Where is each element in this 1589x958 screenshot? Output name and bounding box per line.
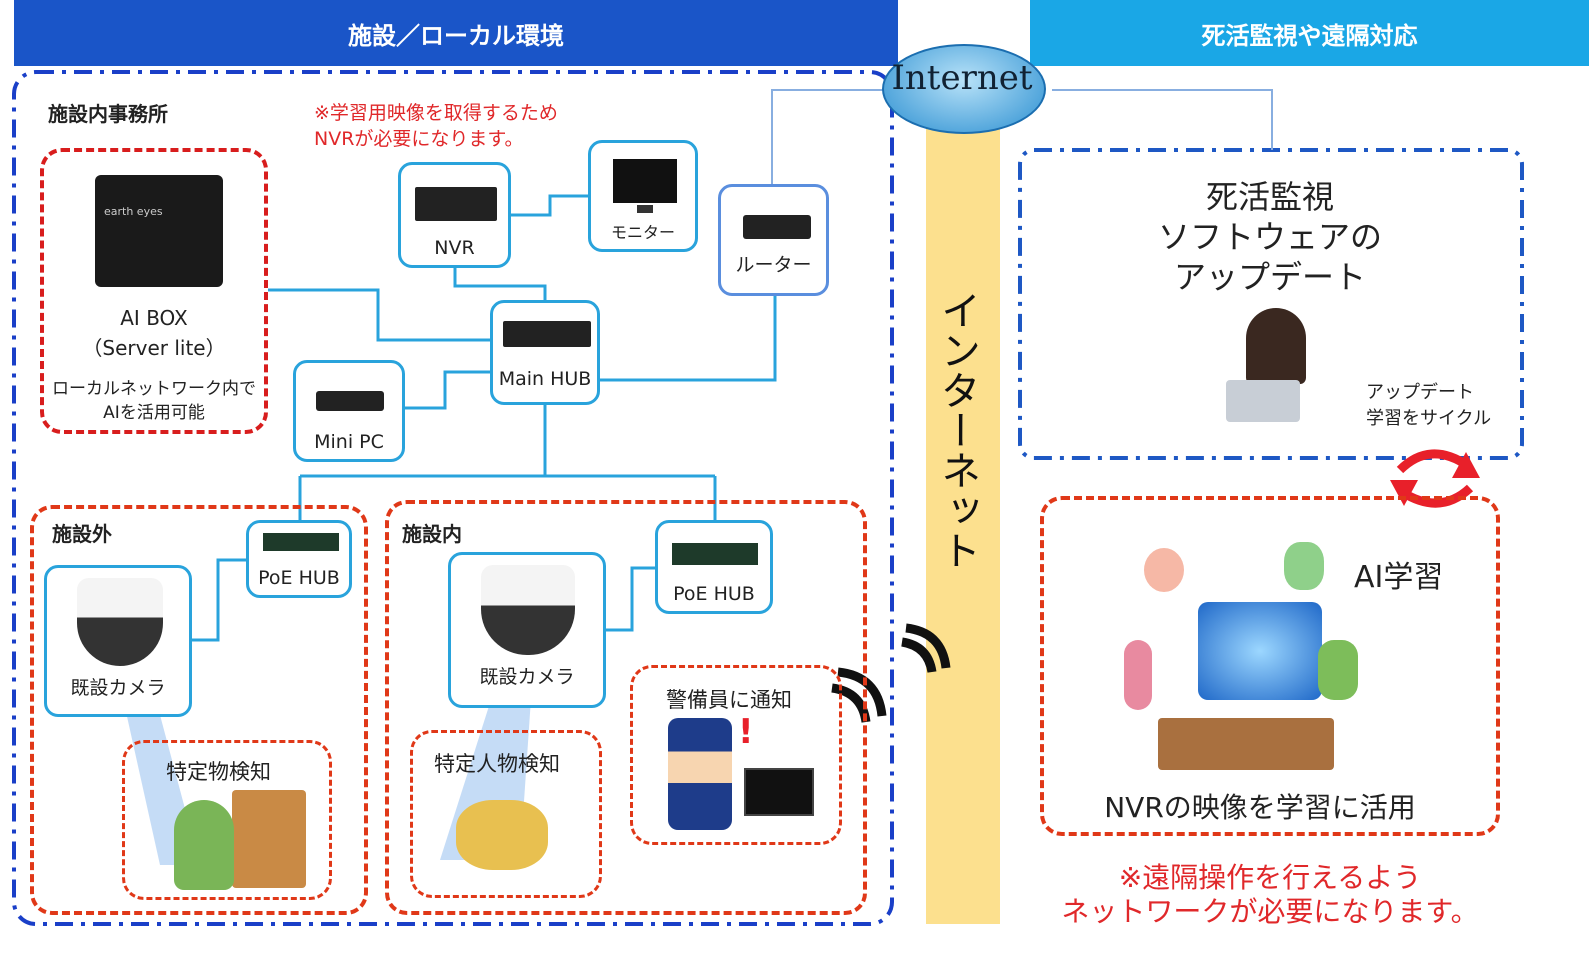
camera-outside-device: 既設カメラ	[44, 565, 192, 717]
monitor-device: モニター	[588, 140, 698, 252]
ai-learning-caption: NVRの映像を学習に活用	[1104, 791, 1416, 824]
monitor-stand	[637, 205, 653, 213]
poe-hub-outside-label: PoE HUB	[258, 567, 340, 589]
camera-outside-icon	[77, 578, 163, 666]
monitor-label: モニター	[610, 223, 675, 242]
outside-frame	[30, 505, 368, 915]
detect-object-label: 特定物検知	[166, 760, 271, 784]
fallen-person-illustration	[456, 800, 548, 870]
poe-hub-inside-device: PoE HUB	[655, 520, 773, 614]
remote-note-line2: ネットワークが必要になります。	[1061, 895, 1479, 928]
ai-box-label2: （Server lite）	[82, 336, 226, 360]
ai-learning-title: AI学習	[1354, 560, 1444, 595]
desk-illustration	[1158, 718, 1334, 770]
ai-box-frame	[40, 148, 268, 434]
detect-person-label: 特定人物検知	[434, 752, 560, 776]
router-device: ルーター	[718, 184, 829, 296]
detect-person-frame	[410, 730, 602, 898]
local-env-header: 施設／ローカル環境	[14, 0, 898, 66]
camera-inside-label: 既設カメラ	[479, 666, 575, 688]
blind-person-illustration	[1124, 640, 1152, 710]
internet-globe	[882, 44, 1046, 134]
ai-box-desc1: ローカルネットワーク内で	[52, 379, 256, 399]
guard-monitor-icon	[744, 768, 814, 816]
internet-vertical-label: インターネット	[934, 290, 980, 570]
notify-frame	[630, 665, 842, 845]
wheelchair-illustration	[1318, 640, 1358, 700]
alert-icon: !	[738, 712, 754, 752]
router-label: ルーター	[735, 254, 812, 276]
remote-note-line1: ※遠隔操作を行えるよう	[1118, 861, 1422, 894]
mini-pc-label: Mini PC	[314, 431, 384, 453]
children-illustration	[1144, 548, 1184, 592]
outside-title: 施設外	[52, 522, 112, 546]
nvr-device: NVR	[398, 162, 511, 268]
monitor-icon	[613, 159, 677, 203]
camera-inside-icon	[481, 565, 575, 655]
inside-title: 施設内	[402, 522, 462, 546]
monitoring-line1: 死活監視	[1205, 178, 1334, 216]
boxes-illustration	[232, 790, 306, 888]
ai-box-label1: AI BOX	[120, 306, 188, 330]
poe-hub-outside-icon	[263, 533, 339, 551]
ai-learning-frame	[1040, 496, 1500, 836]
cycle-label1: アップデート	[1366, 382, 1474, 403]
camera-inside-device: 既設カメラ	[448, 552, 606, 708]
poe-hub-inside-label: PoE HUB	[673, 583, 755, 605]
office-title: 施設内事務所	[48, 102, 168, 126]
family-illustration	[1284, 542, 1324, 590]
camera-outside-label: 既設カメラ	[70, 677, 166, 699]
internet-logo: Internet	[891, 58, 1033, 98]
main-hub-device: Main HUB	[490, 300, 600, 405]
monitoring-line3: アップデート	[1173, 258, 1366, 296]
nvr-icon	[415, 187, 497, 221]
remote-header: 死活監視や遠隔対応	[1030, 0, 1589, 66]
guard-illustration	[668, 718, 732, 830]
mini-pc-device: Mini PC	[293, 360, 405, 462]
inside-frame	[385, 500, 867, 915]
person-startled-illustration	[174, 800, 234, 890]
mini-pc-icon	[316, 391, 384, 411]
router-icon	[743, 215, 811, 239]
monitoring-line2: ソフトウェアの	[1157, 218, 1382, 256]
nvr-label: NVR	[434, 237, 475, 259]
brain-computer-illustration	[1198, 602, 1322, 700]
notify-label: 警備員に通知	[666, 688, 792, 712]
ai-box-desc2: AIを活用可能	[103, 403, 205, 423]
cycle-label2: 学習をサイクル	[1366, 408, 1492, 429]
office-note-line1: ※学習用映像を取得するため	[314, 102, 558, 124]
ai-box-device	[95, 175, 223, 287]
main-hub-icon	[503, 321, 591, 347]
poe-hub-inside-icon	[672, 543, 758, 565]
main-hub-label: Main HUB	[498, 368, 592, 390]
operator-illustration	[1246, 308, 1306, 384]
laptop-icon	[1226, 380, 1300, 422]
poe-hub-outside-device: PoE HUB	[246, 520, 352, 598]
ai-box-brand: earth eyes	[104, 205, 163, 218]
detect-object-frame	[122, 740, 332, 900]
office-note-line2: NVRが必要になります。	[314, 128, 524, 150]
